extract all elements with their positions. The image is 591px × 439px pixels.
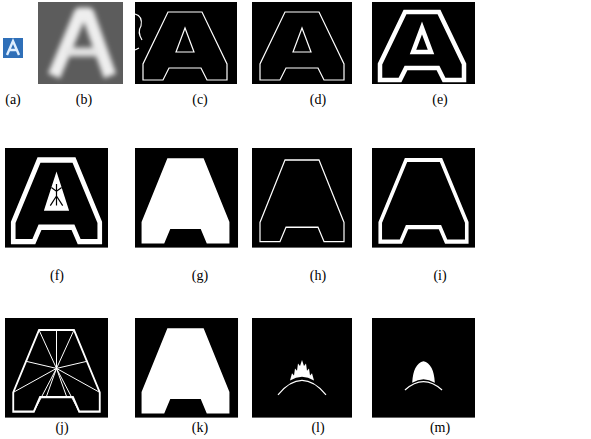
panel-label: (l)	[311, 420, 324, 436]
outer-contour	[252, 148, 352, 248]
panel-label: (h)	[310, 268, 326, 284]
dilated-edge-map	[372, 2, 475, 84]
panel-label: (e)	[432, 92, 448, 108]
panel-label: (f)	[50, 268, 64, 284]
outer-contour	[372, 148, 475, 248]
panel-label: (c)	[192, 92, 208, 108]
panel-label: (a)	[5, 92, 21, 108]
panel-label: (b)	[76, 92, 92, 108]
inner-region	[252, 318, 352, 418]
panel-label: (m)	[430, 420, 450, 436]
filled-region	[135, 318, 238, 418]
panel-label: (i)	[433, 268, 446, 284]
radial-contour	[5, 318, 108, 418]
edge-map	[135, 2, 237, 84]
filled-region	[135, 148, 238, 248]
panel-label: (k)	[192, 420, 208, 436]
blurred-letter	[38, 2, 123, 84]
panel-label: (g)	[192, 268, 208, 284]
inner-region	[372, 318, 475, 418]
letter-icon	[3, 38, 23, 58]
skeleton-map	[5, 148, 108, 248]
panel-label: (j)	[55, 420, 68, 436]
edge-map	[252, 2, 352, 84]
panel-label: (d)	[310, 92, 326, 108]
